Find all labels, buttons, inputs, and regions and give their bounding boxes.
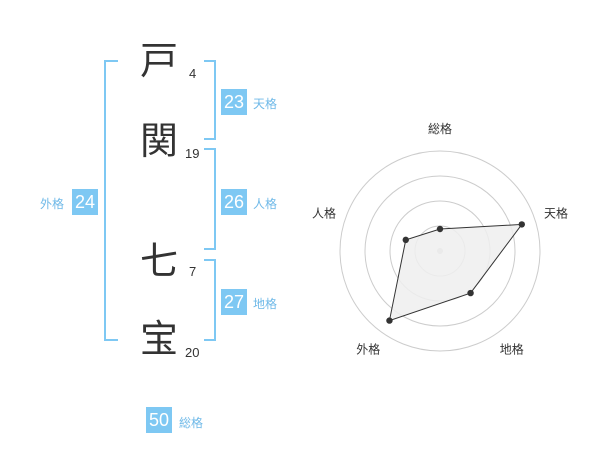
- jinkaku-label: 人格: [253, 197, 278, 211]
- radar-points: [386, 221, 525, 324]
- radar-rings: [339, 150, 541, 352]
- tenkaku-value: 23: [221, 89, 247, 115]
- soukaku-value: 50: [146, 407, 172, 433]
- stroke-count-2: 19: [185, 146, 200, 161]
- name-char-1: 戸: [140, 39, 179, 83]
- stroke-count-3: 7: [189, 264, 197, 279]
- radar-axis-label-4: 外格: [356, 342, 380, 357]
- gaikaku-value: 24: [72, 189, 98, 215]
- radar-center: [437, 248, 443, 254]
- name-char-2: 関: [140, 119, 179, 163]
- radar-point-5: [402, 236, 409, 244]
- soukaku-label: 総格: [179, 416, 204, 430]
- chikaku-bracket: [204, 259, 216, 341]
- name-char-4: 宝: [140, 317, 179, 361]
- gaikaku-label: 外格: [40, 197, 65, 211]
- radar-point-1: [436, 225, 444, 233]
- radar-ring-1: [414, 225, 466, 277]
- radar-point-4: [386, 317, 393, 324]
- radar-point-2: [518, 221, 525, 228]
- radar-axis-label-3: 地格: [500, 342, 524, 357]
- jinkaku-value: 26: [221, 189, 247, 215]
- chikaku-label: 地格: [253, 297, 278, 311]
- radar-ring-2: [389, 200, 491, 302]
- radar-axis-label-2: 天格: [544, 205, 568, 220]
- radar-area: [388, 223, 523, 322]
- gaikaku-bracket: [104, 60, 118, 341]
- radar-series-polygon: [388, 223, 523, 322]
- stroke-count-4: 20: [185, 345, 200, 360]
- radar-point-3: [467, 289, 474, 297]
- radar-ring-3: [364, 175, 516, 327]
- name-char-3: 七: [140, 239, 179, 283]
- radar-ring-4: [339, 150, 541, 352]
- chikaku-value: 27: [221, 289, 247, 315]
- jinkaku-bracket: [204, 148, 216, 250]
- stroke-count-1: 4: [189, 66, 197, 81]
- radar-axis-label-5: 人格: [312, 205, 336, 220]
- tenkaku-label: 天格: [253, 97, 278, 111]
- radar-axis-label-1: 総格: [428, 121, 452, 136]
- tenkaku-bracket: [204, 60, 216, 140]
